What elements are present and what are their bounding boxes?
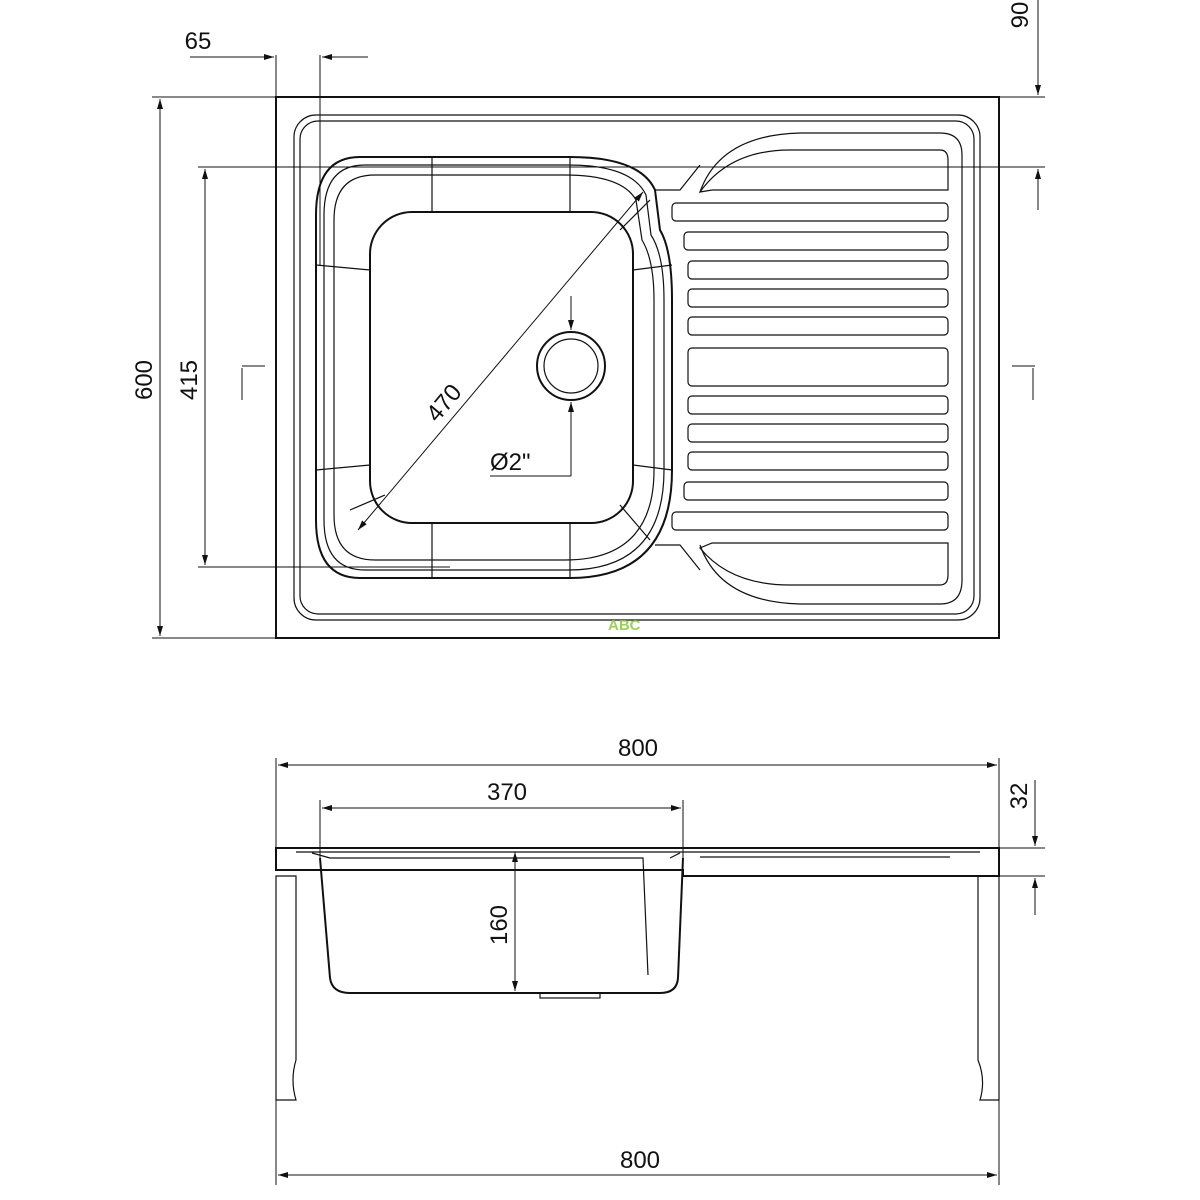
side-view: 800 370 32 160 800 [275, 735, 1045, 1185]
drainboard [655, 132, 963, 605]
dim-bowl-width-label: 370 [487, 779, 527, 806]
top-dimension-lines [152, 0, 1045, 639]
dim-bowl-height-label: 160 [486, 905, 513, 945]
dim-width-bottom-label: 800 [620, 1147, 660, 1174]
watermark: ABC [608, 617, 641, 634]
dim-diagonal-label: 470 [421, 379, 467, 427]
dim-flange-label: 32 [1006, 783, 1033, 810]
side-dimension-lines [275, 758, 1045, 1185]
dim-offset-top-label: 90 [1007, 2, 1034, 29]
bowl-profile [319, 857, 684, 994]
dim-width-top-label: 800 [618, 735, 658, 762]
sink-outline [275, 96, 1000, 639]
dim-bowl-depth-label: 415 [176, 360, 203, 400]
dim-drain-label: Ø2" [490, 449, 531, 476]
drain-hole [536, 331, 606, 401]
sink-rim [293, 114, 981, 621]
cabinet-wall-right [977, 875, 1000, 1101]
top-view: 65 90 600 415 470 Ø2" ABC [131, 0, 1045, 639]
dim-offset-left-label: 65 [185, 28, 212, 55]
cabinet-wall-left [275, 875, 297, 1101]
bowl [315, 156, 673, 579]
dim-depth-label: 600 [131, 360, 158, 400]
